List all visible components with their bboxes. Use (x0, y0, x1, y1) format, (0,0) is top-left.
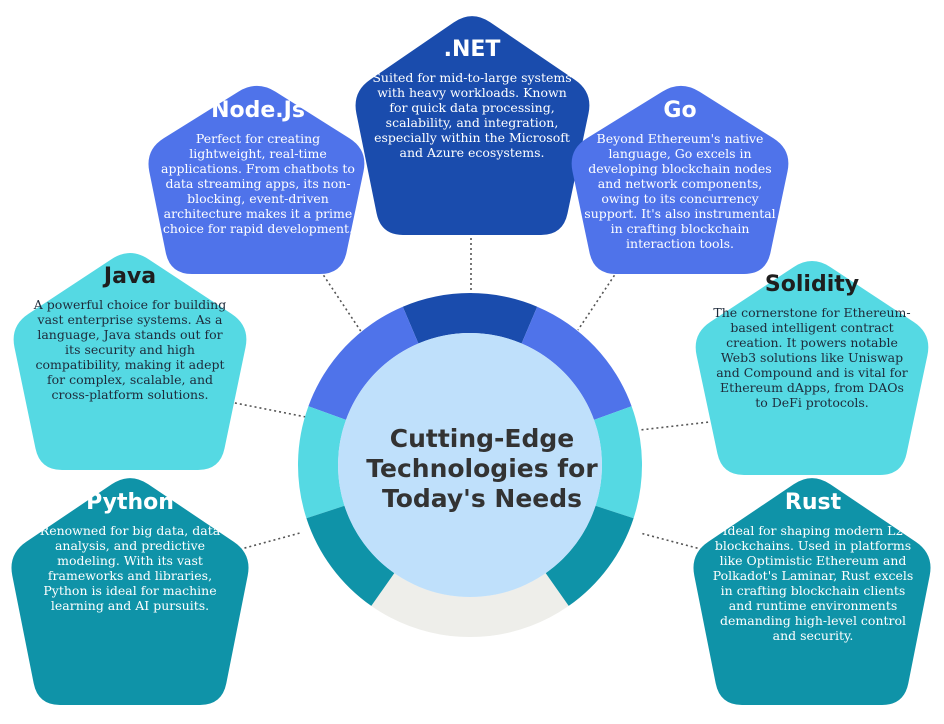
card-description: A powerful choice for building vast ente… (33, 297, 227, 402)
card-title: Solidity (764, 272, 860, 297)
card-java: Java A powerful choice for building vast… (30, 263, 230, 402)
ring-segment-nodejs (308, 306, 419, 420)
ring-segment-go (521, 306, 632, 420)
center-hub (338, 333, 602, 597)
card-shape-nodejs (148, 85, 365, 274)
card-description: Suited for mid-to-large systems with hea… (372, 70, 572, 160)
card-shape-dotnet (355, 16, 590, 236)
connector-line (317, 266, 363, 334)
card-shape-solidity (695, 261, 929, 475)
connector-lines (229, 238, 719, 553)
connector-line (229, 532, 301, 553)
card-description: Ideal for shaping modern L2 blockchains.… (712, 523, 914, 643)
ring-segment-rust (545, 505, 634, 606)
card-description: Perfect for creating lightweight, real-t… (161, 131, 355, 236)
ring-segment-python (306, 505, 395, 606)
card-description: The cornerstone for Ethereum-based intel… (713, 305, 911, 410)
card-solidity: Solidity The cornerstone for Ethereum-ba… (712, 271, 912, 410)
connector-line (577, 266, 621, 331)
card-description: Renowned for big data, data analysis, an… (39, 523, 221, 613)
ring-segment-dotnet (402, 293, 538, 344)
card-rust: Rust Ideal for shaping modern L2 blockch… (710, 489, 916, 643)
card-title: Node.Js (211, 98, 305, 123)
ring-segment-empty (329, 540, 611, 638)
segment-ring (297, 293, 643, 638)
card-go: Go Beyond Ethereum's native language, Go… (580, 97, 780, 251)
card-title: Rust (784, 490, 842, 515)
ring-segment-solidity (594, 406, 643, 519)
card-dotnet: .NET Suited for mid-to-large systems wit… (372, 36, 572, 160)
card-shape-rust (693, 478, 931, 705)
card-description: Beyond Ethereum's native language, Go ex… (584, 131, 776, 251)
ring-segment-java (297, 406, 346, 519)
card-title: Go (663, 98, 697, 123)
card-shape-go (571, 85, 789, 274)
connector-line (229, 401, 307, 418)
card-shape-python (11, 478, 249, 705)
card-python: Python Renowned for big data, data analy… (30, 489, 230, 613)
card-title: Python (86, 490, 174, 515)
center-title: Cutting-Edge Technologies for Today's Ne… (366, 424, 598, 513)
card-shapes (11, 16, 931, 705)
card-nodejs: Node.Js Perfect for creating lightweight… (158, 97, 358, 236)
card-title: .NET (443, 37, 501, 62)
card-title: Java (103, 264, 157, 289)
card-shape-java (13, 253, 247, 470)
connector-line (639, 420, 719, 431)
